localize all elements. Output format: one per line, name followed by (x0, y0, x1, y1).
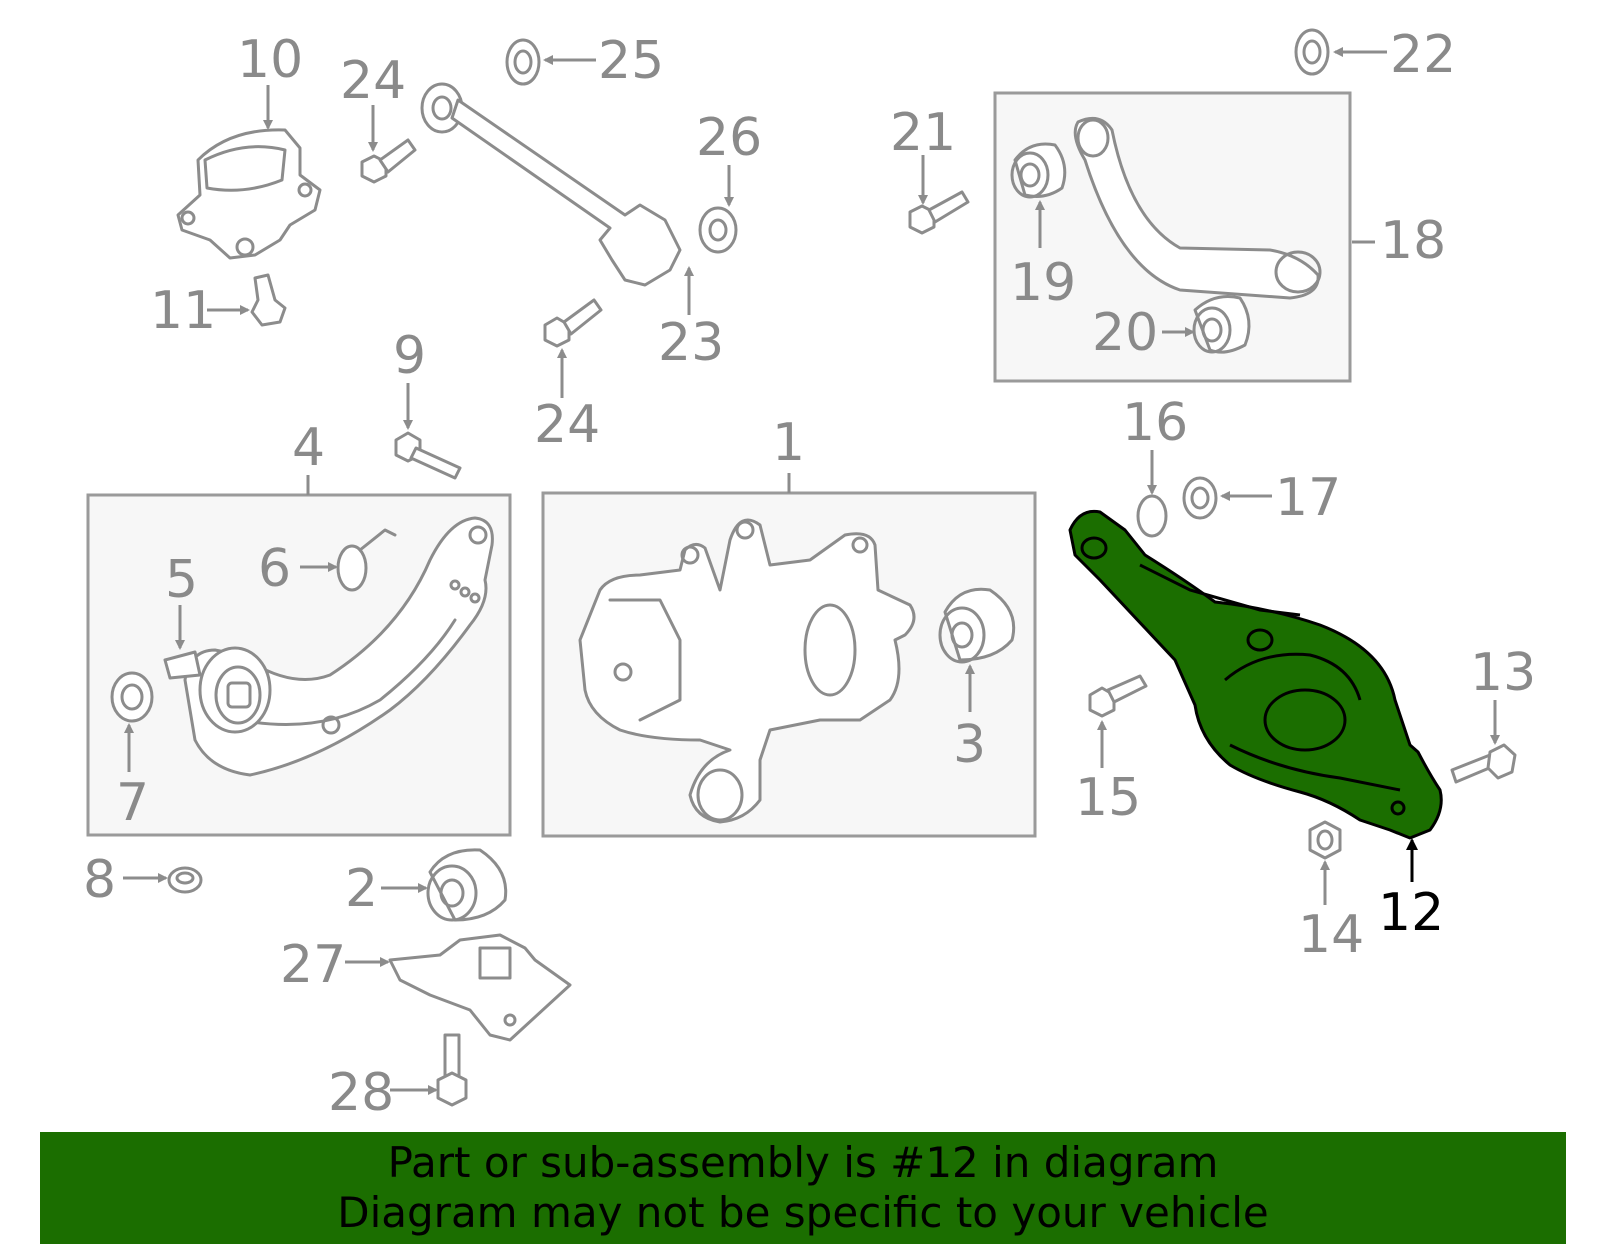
callout-15: 15 (1075, 768, 1141, 828)
part-3-bushing (938, 587, 1016, 664)
callout-23: 23 (658, 313, 724, 373)
part-14-nut (1308, 820, 1342, 860)
callout-14: 14 (1298, 905, 1364, 965)
assembly-box-18 (993, 91, 1352, 383)
callout-17: 17 (1275, 468, 1341, 528)
callout-4: 4 (292, 418, 325, 478)
banner-line-2: Diagram may not be specific to your vehi… (337, 1188, 1269, 1237)
part-5-bushing (198, 646, 272, 734)
part-7-bushing (110, 671, 154, 723)
leader-lines (123, 47, 1500, 1095)
callout-22: 22 (1390, 25, 1456, 85)
callout-24-lower: 24 (534, 395, 600, 455)
callout-24-upper: 24 (340, 51, 406, 111)
callout-19: 19 (1010, 253, 1076, 313)
callout-labels: 10 11 24 25 26 23 24 21 22 19 20 18 9 4 … (83, 25, 1536, 1123)
part-8-nut (167, 866, 203, 894)
part-10-mount (176, 128, 322, 260)
callout-20: 20 (1092, 303, 1158, 363)
part-16-washer (1136, 494, 1168, 538)
callout-9: 9 (393, 326, 426, 386)
callout-5: 5 (165, 550, 198, 610)
part-20-bushing (1192, 295, 1251, 354)
callout-7: 7 (116, 773, 149, 833)
part-24-bolt-upper (360, 138, 417, 184)
callout-10: 10 (237, 30, 303, 90)
callout-3: 3 (953, 715, 986, 775)
part-11-clip (250, 273, 287, 327)
part-9-bolt (394, 431, 462, 480)
part-27-bracket (388, 933, 572, 1042)
callout-12: 12 (1378, 883, 1444, 943)
callout-18: 18 (1380, 211, 1446, 271)
callout-2: 2 (345, 859, 378, 919)
callout-21: 21 (890, 103, 956, 163)
callout-28: 28 (328, 1063, 394, 1123)
part-19-bushing (1010, 142, 1067, 199)
part-1-knuckle (578, 518, 916, 824)
part-25-nut (505, 38, 541, 86)
part-24-bolt-lower (543, 298, 603, 348)
part-23-link (420, 82, 682, 287)
part-15-bolt (1088, 674, 1148, 718)
part-12-lower-control-arm (1068, 509, 1443, 840)
callout-27: 27 (280, 935, 346, 995)
part-18-upper-arm (1073, 116, 1322, 300)
callout-25: 25 (598, 31, 664, 91)
callout-16: 16 (1122, 393, 1188, 453)
callout-1: 1 (772, 413, 805, 473)
part-28-bolt (436, 1033, 468, 1107)
banner-line-1: Part or sub-assembly is #12 in diagram (387, 1138, 1219, 1187)
part-2-bushing (426, 848, 508, 922)
part-21-bolt (908, 190, 970, 235)
info-banner: Part or sub-assembly is #12 in diagram D… (40, 1132, 1566, 1244)
part-26-nut (698, 206, 738, 254)
part-22-nut (1294, 28, 1330, 76)
part-13-bolt (1450, 743, 1517, 784)
callout-11: 11 (150, 281, 216, 341)
callout-6: 6 (258, 539, 291, 599)
part-17-nut (1182, 476, 1218, 520)
part-6-clamp (336, 528, 397, 592)
callout-13: 13 (1470, 643, 1536, 703)
callout-8: 8 (83, 850, 116, 910)
callout-26: 26 (696, 108, 762, 168)
